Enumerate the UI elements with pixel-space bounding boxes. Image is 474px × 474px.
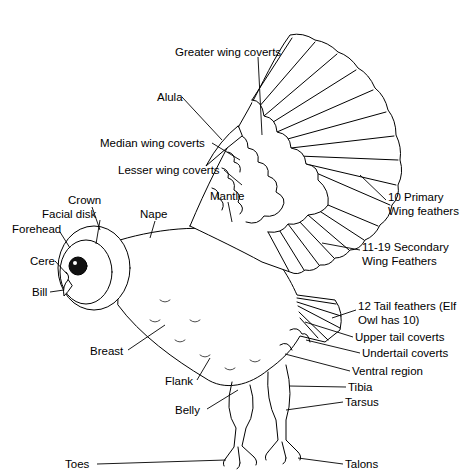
part-label: Forehead — [12, 222, 61, 236]
part-label: Facial disk — [42, 207, 96, 221]
part-label: Ventral region — [352, 364, 423, 378]
facial-disk — [60, 240, 112, 304]
part-label: Toes — [65, 457, 89, 471]
part-label: Crown — [68, 193, 101, 207]
part-label: Cere — [30, 254, 55, 268]
leader-line — [182, 97, 222, 140]
eye-highlight — [73, 261, 77, 265]
part-label: Talons — [345, 457, 378, 471]
part-label: Belly — [175, 403, 200, 417]
part-label: Mantle — [210, 189, 245, 203]
body-feathers — [150, 300, 260, 370]
leader-line — [224, 170, 242, 185]
alula — [206, 126, 242, 166]
part-label: 11-19 Secondary Wing Feathers — [362, 240, 457, 268]
leader-line — [306, 340, 360, 353]
leader-line — [286, 402, 343, 410]
part-label: Flank — [165, 374, 193, 388]
owl-bill — [64, 280, 73, 296]
leader-line — [197, 358, 210, 380]
undertail-coverts — [280, 329, 310, 350]
owl-leg — [226, 382, 254, 463]
part-label: Tarsus — [345, 395, 379, 409]
median-coverts — [238, 135, 284, 223]
part-label: Alula — [157, 90, 183, 104]
leader-line — [228, 202, 232, 222]
leader-line — [128, 325, 165, 350]
leader-line — [258, 57, 262, 135]
part-label: Undertail coverts — [362, 346, 448, 360]
leader-line — [332, 310, 356, 318]
owl-eye — [69, 257, 87, 275]
leader-line — [285, 354, 350, 371]
leader-line — [322, 243, 360, 250]
leader-line — [60, 232, 70, 248]
leader-line — [360, 175, 386, 200]
part-label: Greater wing coverts — [175, 45, 281, 59]
leader-line — [55, 261, 67, 274]
leader-line — [289, 386, 346, 387]
owl-head — [58, 226, 130, 310]
part-label: Lesser wing coverts — [118, 163, 220, 177]
talons — [223, 452, 300, 469]
part-label: Median wing coverts — [100, 136, 205, 150]
part-label: Breast — [90, 344, 123, 358]
owl-leg — [268, 365, 298, 458]
leader-line — [97, 460, 226, 464]
lesser-coverts — [212, 152, 243, 214]
part-label: Tibia — [348, 380, 373, 394]
owl-wing — [190, 34, 402, 273]
leader-line — [212, 143, 240, 160]
leader-line — [207, 390, 238, 409]
part-label: 12 Tail feathers (Elf Owl has 10) — [358, 299, 463, 327]
part-label: Upper tail coverts — [355, 330, 444, 344]
part-label: 10 Primary Wing feathers — [388, 190, 463, 218]
leader-line — [298, 458, 343, 464]
part-label: Bill — [32, 285, 47, 299]
leader-line — [305, 322, 353, 337]
leader-line — [50, 290, 64, 292]
leader-line — [96, 220, 100, 244]
leader-line — [150, 221, 155, 238]
part-label: Nape — [140, 207, 168, 221]
